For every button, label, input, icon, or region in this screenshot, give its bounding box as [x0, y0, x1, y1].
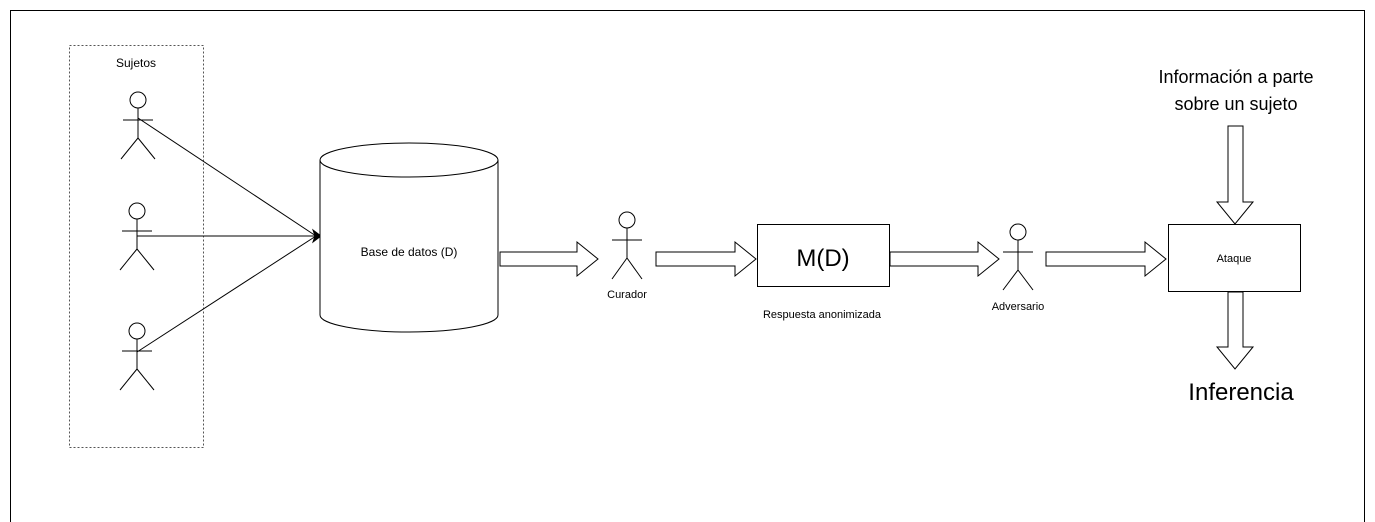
- arrow-adversary-to-attack: [1045, 240, 1167, 278]
- arrow-db-to-curator: [499, 240, 599, 278]
- subject-actor[interactable]: [119, 202, 155, 271]
- subjects-group[interactable]: Sujetos: [69, 45, 204, 448]
- inference-label: Inferencia: [1188, 379, 1294, 406]
- database-cylinder[interactable]: Base de datos (D): [319, 142, 499, 333]
- subject-actor[interactable]: [119, 322, 155, 391]
- mechanism-box[interactable]: M(D): [757, 224, 890, 287]
- connector-arrowhead: [312, 228, 322, 244]
- mechanism-caption: Respuesta anonimizada: [763, 309, 882, 321]
- curator-label: Curador: [607, 289, 647, 301]
- diagram-frame: [10, 10, 1365, 522]
- arrow-attack-to-inference: [1215, 291, 1255, 370]
- mechanism-label: M(D): [796, 245, 849, 272]
- connector-line: [136, 235, 317, 353]
- adversary-actor[interactable]: [1002, 223, 1034, 291]
- arrow-curator-to-mechanism: [655, 240, 757, 278]
- subject-actor[interactable]: [120, 91, 156, 160]
- connector-line: [137, 117, 317, 237]
- arrow-side-info-to-attack: [1215, 125, 1255, 225]
- subjects-title: Sujetos: [116, 56, 156, 70]
- attack-label: Ataque: [1217, 253, 1252, 265]
- attack-box[interactable]: Ataque: [1168, 224, 1301, 292]
- side-info-line1: Información a parte: [1158, 67, 1313, 87]
- arrow-mechanism-to-adversary: [889, 240, 1000, 278]
- database-label: Base de datos (D): [361, 245, 458, 259]
- subject-connectors: [136, 117, 322, 353]
- side-info-line2: sobre un sujeto: [1174, 94, 1297, 114]
- adversary-label: Adversario: [992, 301, 1045, 313]
- curator-actor[interactable]: [611, 211, 643, 280]
